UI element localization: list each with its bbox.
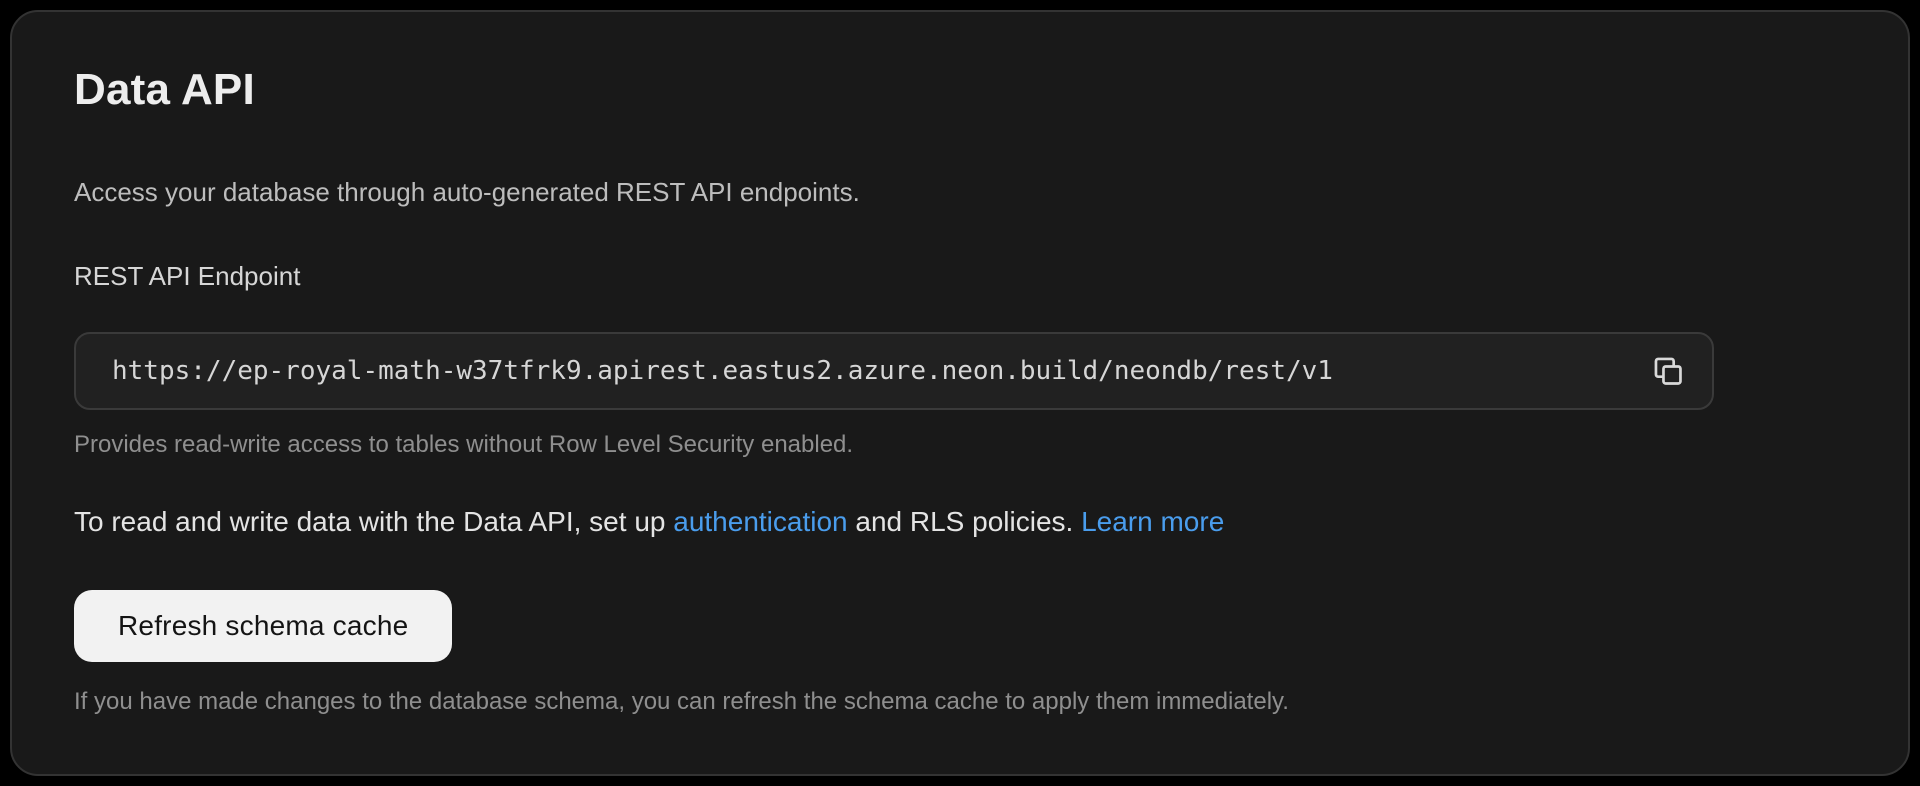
endpoint-helper-text: Provides read-write access to tables wit… — [74, 430, 854, 458]
page-description: Access your database through auto-genera… — [74, 176, 860, 207]
copy-endpoint-button[interactable] — [1644, 347, 1692, 395]
endpoint-url-value: https://ep-royal-math-w37tfrk9.apirest.e… — [112, 355, 1333, 386]
rest-api-endpoint-field[interactable]: https://ep-royal-math-w37tfrk9.apirest.e… — [74, 331, 1714, 410]
rest-api-endpoint-label: REST API Endpoint — [74, 260, 301, 291]
data-api-info-text: To read and write data with the Data API… — [74, 504, 1846, 540]
data-api-card: Data API Access your database through au… — [10, 10, 1910, 776]
card-content: Data API Access your database through au… — [64, 12, 1846, 717]
info-text-before: To read and write data with the Data API… — [74, 505, 674, 537]
info-text-middle: and RLS policies. — [847, 505, 1082, 537]
refresh-schema-cache-button[interactable]: Refresh schema cache — [74, 589, 453, 662]
copy-icon — [1651, 354, 1685, 388]
authentication-link[interactable]: authentication — [673, 505, 848, 537]
learn-more-link[interactable]: Learn more — [1081, 505, 1225, 537]
schema-cache-helper-text: If you have made changes to the database… — [74, 687, 1289, 715]
page-title: Data API — [74, 65, 255, 114]
